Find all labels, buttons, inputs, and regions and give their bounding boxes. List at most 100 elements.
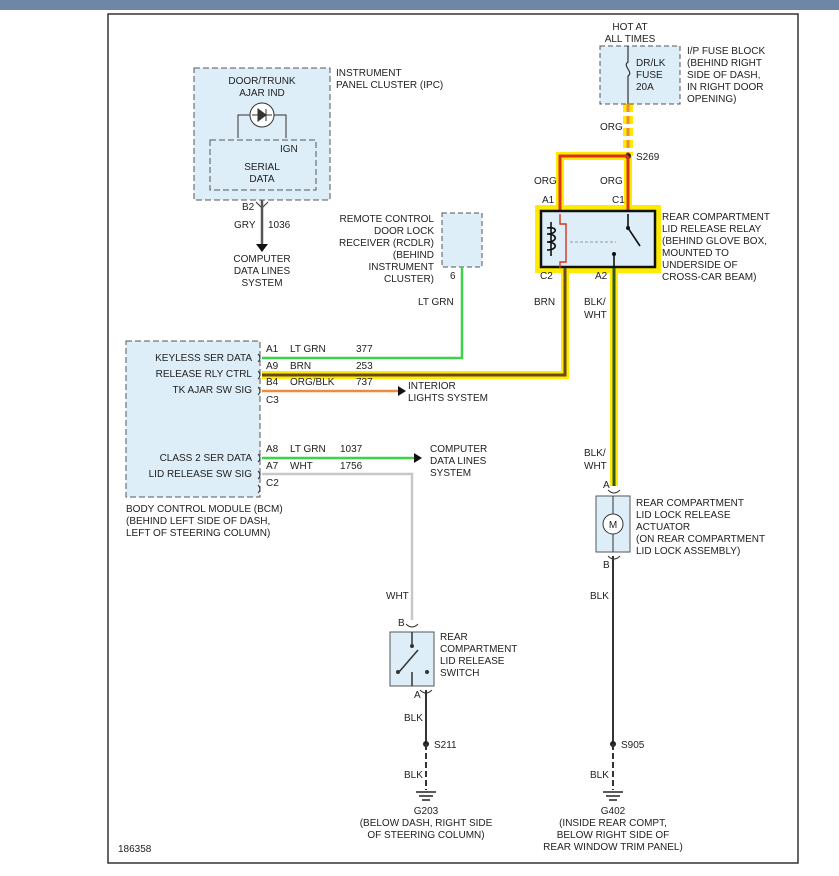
- relay-coil: [546, 222, 557, 256]
- relay-contact-1: [626, 226, 630, 230]
- ipc-serial-box: [209, 139, 317, 191]
- switch-contact-3: [396, 670, 400, 674]
- ipc-dest-1: COMPUTER: [233, 254, 290, 265]
- rcdlr-label-2: DOOR LOCK: [374, 226, 434, 237]
- bcm-b4-circuit: 737: [356, 377, 373, 388]
- bcm-title-1: BODY CONTROL MODULE (BCM): [126, 504, 283, 515]
- fuse-wire-label: ORG: [600, 122, 623, 133]
- splice-s905-label: S905: [621, 740, 645, 751]
- ipc-title-1: INSTRUMENT: [336, 68, 402, 79]
- bcm-a7-circuit: 1756: [340, 461, 363, 472]
- actuator-label-1: REAR COMPARTMENT: [636, 498, 744, 509]
- actuator-label-3: ACTUATOR: [636, 522, 690, 533]
- switch-contact-2: [425, 670, 429, 674]
- actuator-b-wire: BLK: [590, 591, 609, 602]
- bcm-a1-circuit: 377: [356, 344, 373, 355]
- bcm-pin-b4: B4: [266, 377, 279, 388]
- actuator-a-wire-2: WHT: [584, 461, 607, 472]
- bcm-a7-wire: WHT: [290, 461, 313, 472]
- relay-pin-c2: C2: [540, 271, 553, 282]
- actuator-motor: M: [609, 520, 617, 531]
- relay-a2-wire-2: WHT: [584, 310, 607, 321]
- bcm-a9-wire: BRN: [290, 361, 311, 372]
- switch-label-2: COMPARTMENT: [440, 644, 517, 655]
- ipc-led-circuit: [237, 114, 287, 138]
- relay-a2-wire-1: BLK/: [584, 297, 606, 308]
- bcm-pin-c2: C2: [266, 478, 279, 489]
- fuse-symbol: [625, 46, 631, 104]
- ipc-dest-3: SYSTEM: [241, 278, 282, 289]
- switch-b-wire: WHT: [386, 591, 409, 602]
- switch-contact-1: [410, 644, 414, 648]
- ipc-ind-label-1: DOOR/TRUNK: [228, 76, 296, 87]
- ipc-title-2: PANEL CLUSTER (IPC): [336, 80, 443, 91]
- bcm-title-2: (BEHIND LEFT SIDE OF DASH,: [126, 516, 270, 527]
- actuator-a-wire-1: BLK/: [584, 448, 606, 459]
- g203-loc-1: (BELOW DASH, RIGHT SIDE: [360, 818, 493, 829]
- switch-ground-wire: BLK: [404, 770, 423, 781]
- bcm-pin-a9: A9: [266, 361, 279, 372]
- fuse-location-1: I/P FUSE BLOCK: [687, 46, 766, 57]
- diagram-id: 186358: [118, 844, 152, 855]
- g402-loc-1: (INSIDE REAR COMPT,: [559, 818, 667, 829]
- fuse-location-5: OPENING): [687, 94, 736, 105]
- relay-label-4: MOUNTED TO: [662, 248, 729, 259]
- g402-loc-2: BELOW RIGHT SIDE OF: [557, 830, 670, 841]
- relay-coil-wire: [559, 214, 567, 268]
- actuator-pin-a: A: [603, 480, 610, 491]
- relay-box: [539, 209, 657, 269]
- top-bar: [0, 0, 839, 10]
- computer-arrow: [414, 453, 422, 463]
- fuse-block: [599, 45, 681, 105]
- relay-c2-wire: BRN: [534, 297, 555, 308]
- actuator-pin-b: B: [603, 560, 610, 571]
- switch-label-1: REAR: [440, 632, 468, 643]
- wire-relay-c2-brn: [262, 268, 567, 377]
- switch-conn-top: [405, 623, 419, 628]
- bcm-a8-circuit: 1037: [340, 444, 363, 455]
- g402-loc-3: REAR WINDOW TRIM PANEL): [543, 842, 683, 853]
- rcdlr-box: [441, 212, 483, 268]
- switch-label-3: LID RELEASE: [440, 656, 505, 667]
- highlight-relay: [535, 205, 661, 273]
- g203-loc-2: OF STEERING COLUMN): [367, 830, 484, 841]
- rcdlr-label-6: CLUSTER): [384, 274, 434, 285]
- relay-label-3: (BEHIND GLOVE BOX,: [662, 236, 767, 247]
- computer-dest-3: SYSTEM: [430, 468, 471, 479]
- bcm-pin-a1: A1: [266, 344, 279, 355]
- wire-bcm-lid-release-wht: [262, 472, 414, 620]
- ipc-ind-label-2: AJAR IND: [239, 88, 285, 99]
- bcm-label-keyless: KEYLESS SER DATA: [155, 353, 252, 364]
- actuator-ground-wire: BLK: [590, 770, 609, 781]
- rcdlr-wire-color: LT GRN: [418, 297, 454, 308]
- bcm-box: [125, 340, 261, 498]
- rcdlr-label-3: RECEIVER (RCDLR): [339, 238, 434, 249]
- bcm-label-release: RELEASE RLY CTRL: [156, 369, 253, 380]
- relay-a1-wire: ORG: [534, 176, 557, 187]
- relay-label-1: REAR COMPARTMENT: [662, 212, 770, 223]
- computer-dest-1: COMPUTER: [430, 444, 487, 455]
- ipc-circuit: 1036: [268, 220, 291, 231]
- actuator-label-4: (ON REAR COMPARTMENT: [636, 534, 765, 545]
- relay-label-2: LID RELEASE RELAY: [662, 224, 762, 235]
- relay-label-5: UNDERSIDE OF: [662, 260, 738, 271]
- ground-g203: G203: [414, 806, 439, 817]
- bcm-label-tk-ajar: TK AJAR SW SIG: [173, 385, 253, 396]
- wire-s269-to-a1: [558, 154, 628, 212]
- bcm-title-3: LEFT OF STEERING COLUMN): [126, 528, 270, 539]
- switch-pin-b: B: [398, 618, 405, 629]
- rcdlr-label-1: REMOTE CONTROL: [340, 214, 435, 225]
- bcm-pin-c3: C3: [266, 395, 279, 406]
- interior-dest-1: INTERIOR: [408, 381, 456, 392]
- ground-g402-icon: [603, 791, 623, 801]
- bcm-a8-wire: LT GRN: [290, 444, 326, 455]
- bcm-connector-marks: [257, 353, 261, 494]
- ground-g203-icon: [416, 791, 436, 801]
- wire-rcdlr-ltgrn: [262, 267, 464, 360]
- bcm-pin-a8: A8: [266, 444, 279, 455]
- ipc-serial-1: SERIAL: [244, 162, 280, 173]
- fuse-label-3: 20A: [636, 82, 654, 93]
- fuse-label-1: DR/LK: [636, 58, 666, 69]
- switch-contacts: [398, 632, 419, 686]
